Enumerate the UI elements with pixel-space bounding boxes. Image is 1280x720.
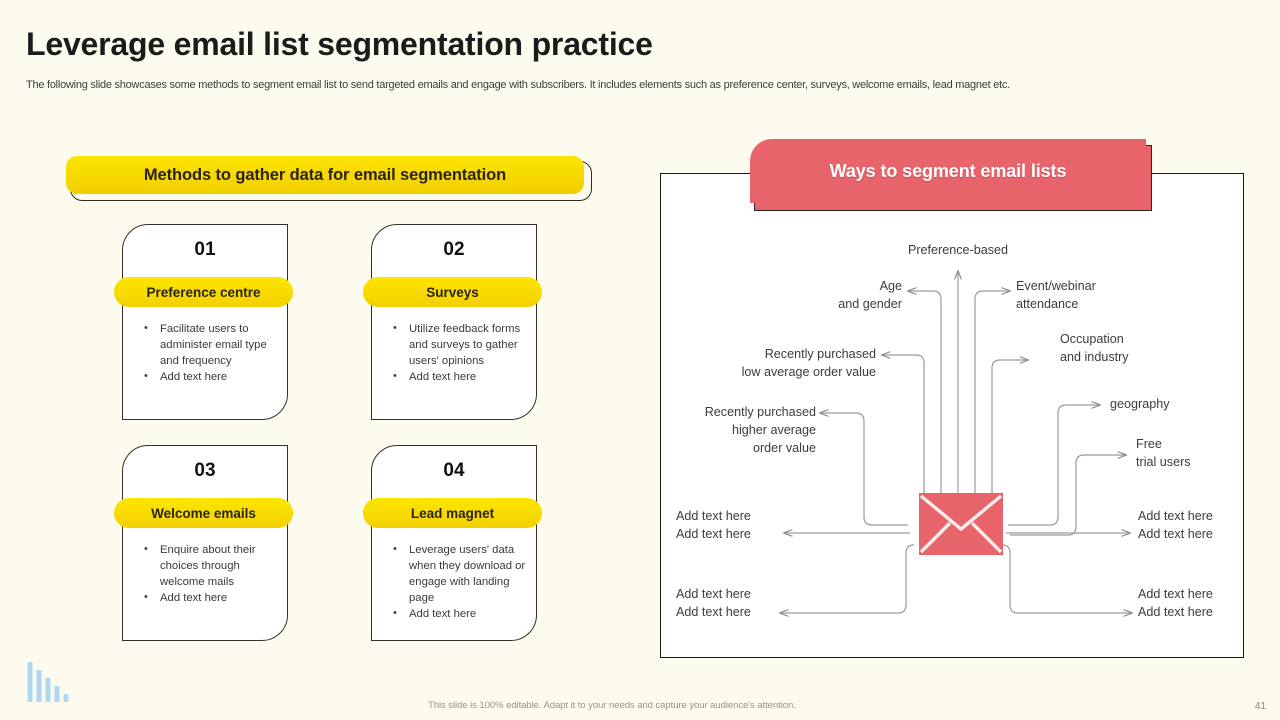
diagram-label-left-mid: Add text here Add text here [676, 509, 751, 541]
diagram-label-recently-higher: Recently purchased higher average order … [704, 405, 816, 455]
page-number: 41 [1254, 701, 1266, 712]
list-item: Facilitate users to administer email typ… [140, 320, 279, 369]
page-title: Leverage email list segmentation practic… [26, 26, 653, 62]
card-title-pill: Surveys [363, 277, 542, 307]
left-panel-header-pill: Methods to gather data for email segment… [66, 156, 584, 194]
list-item: Utilize feedback forms and surveys to ga… [389, 320, 528, 369]
diagram-label-occupation: Occupation and industry [1060, 332, 1129, 364]
page-subtitle: The following slide showcases some metho… [26, 79, 1010, 91]
card-bullet-list: Utilize feedback forms and surveys to ga… [389, 320, 528, 385]
method-card-01[interactable]: 01 Preference centre Facilitate users to… [114, 224, 293, 420]
card-title-label: Welcome emails [151, 505, 256, 521]
right-panel-header: Ways to segment email lists [750, 139, 1152, 213]
logo-icon [27, 662, 69, 702]
left-panel: Methods to gather data for email segment… [0, 0, 640, 720]
card-number: 02 [443, 239, 465, 260]
footer-note: This slide is 100% editable. Adapt it to… [428, 700, 796, 711]
right-panel-header-banner: Ways to segment email lists [750, 139, 1146, 203]
diagram-label-event-webinar: Event/webinar attendance [1016, 279, 1096, 311]
card-title-pill: Preference centre [114, 277, 293, 307]
method-card-02[interactable]: 02 Surveys Utilize feedback forms and su… [363, 224, 542, 420]
method-card-04[interactable]: 04 Lead magnet Leverage users' data when… [363, 445, 542, 641]
diagram-label-right-mid: Add text here Add text here [1138, 509, 1213, 541]
card-bullet-list: Leverage users' data when they download … [389, 541, 528, 622]
card-title-label: Lead magnet [410, 505, 495, 521]
list-item: Add text here [389, 605, 528, 622]
card-title-label: Surveys [426, 284, 479, 300]
card-number: 03 [194, 460, 216, 481]
diagram-label-free-trial: Free trial users [1136, 437, 1191, 469]
envelope-icon [919, 493, 1003, 555]
list-item: Add text here [140, 589, 279, 606]
diagram-label-right-bottom: Add text here Add text here [1138, 587, 1213, 619]
segmentation-diagram: Preference-based Age and gender Event/we… [660, 173, 1244, 658]
diagram-connectors [660, 173, 1244, 658]
right-panel [660, 173, 1244, 658]
card-title-label: Preference centre [146, 284, 261, 300]
diagram-label-recently-low: Recently purchased low average order val… [741, 347, 876, 379]
card-bullet-list: Facilitate users to administer email typ… [140, 320, 279, 385]
card-bullet-list: Enquire about their choices through welc… [140, 541, 279, 606]
card-number: 01 [194, 239, 216, 260]
list-item: Enquire about their choices through welc… [140, 541, 279, 590]
diagram-label-preference-based: Preference-based [907, 243, 1009, 257]
left-panel-header-label: Methods to gather data for email segment… [143, 165, 507, 184]
method-card-03[interactable]: 03 Welcome emails Enquire about their ch… [114, 445, 293, 641]
card-number: 04 [443, 460, 465, 481]
diagram-label-left-bottom: Add text here Add text here [676, 587, 751, 619]
list-item: Add text here [389, 368, 528, 385]
list-item: Add text here [140, 368, 279, 385]
diagram-label-geography: geography [1110, 397, 1170, 411]
card-title-pill: Lead magnet [363, 498, 542, 528]
right-panel-header-label: Ways to segment email lists [829, 160, 1067, 181]
left-panel-header: Methods to gather data for email segment… [66, 156, 592, 201]
card-title-pill: Welcome emails [114, 498, 293, 528]
diagram-label-age-and-gender: Age and gender [838, 279, 902, 311]
list-item: Leverage users' data when they download … [389, 541, 528, 606]
